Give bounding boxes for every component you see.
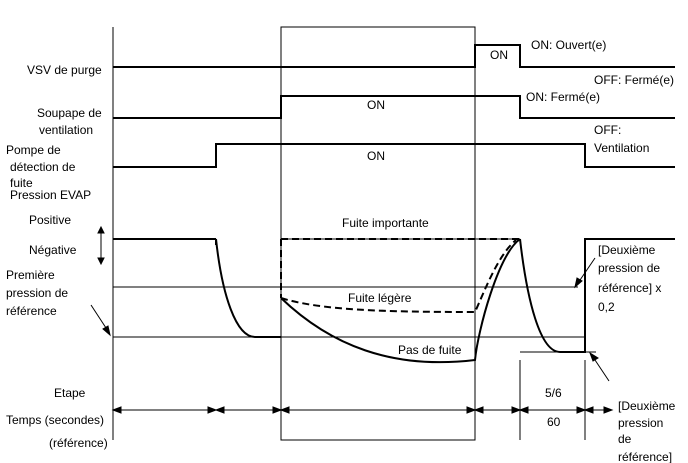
big-leak-label: Fuite importante	[342, 216, 429, 230]
pump-label-line1: Pompe de	[6, 143, 61, 157]
first-ref-line1: Première	[6, 268, 55, 282]
purge-vsv-on-pulse: ON	[490, 48, 508, 62]
positive-label: Positive	[29, 213, 71, 227]
vent-valve-signal	[113, 95, 675, 119]
step-value: 5/6	[545, 386, 562, 400]
second-ref-x02-line1: [Deuxième	[598, 243, 656, 257]
vent-valve-label-line2: ventilation	[39, 123, 93, 137]
time-marker-lines	[112, 27, 586, 440]
vent-valve-on-pulse: ON	[367, 98, 385, 112]
first-ref-arrow	[90, 304, 111, 337]
second-ref-x02-line3: référence] x	[598, 281, 661, 295]
first-ref-line2: pression de	[6, 286, 68, 300]
pump-signal	[113, 143, 675, 168]
small-leak-label: Fuite légère	[348, 291, 412, 305]
second-ref-arrow	[589, 351, 610, 382]
pressure-direction-arrow	[97, 225, 105, 266]
evap-title: Pression EVAP	[10, 188, 91, 202]
vent-valve-off-state-line1: OFF:	[594, 123, 621, 137]
purge-vsv-on-state: ON: Ouvert(e)	[531, 38, 606, 52]
purge-vsv-off-state: OFF: Fermé(e)	[594, 73, 674, 87]
purge-vsv-signal	[113, 44, 675, 68]
time-value: 60	[547, 415, 561, 429]
second-ref-x02-line2: pression de	[598, 261, 660, 275]
negative-label: Négative	[29, 243, 77, 257]
post-check-decay	[519, 238, 675, 353]
second-ref-line1: [Deuxième	[618, 399, 676, 413]
time-label: Temps (secondes)	[6, 413, 104, 427]
pump-label-line3: fuite	[10, 176, 33, 190]
second-ref-line4: référence]	[618, 450, 672, 463]
vent-valve-on-state: ON: Fermé(e)	[526, 90, 600, 104]
purge-vsv-label: VSV de purge	[27, 63, 102, 77]
small-leak-dashed	[280, 239, 517, 314]
second-ref-x02-arrow	[574, 257, 596, 289]
pump-on-pulse: ON	[367, 149, 385, 163]
reference-note: (référence)	[49, 436, 108, 450]
first-ref-decay	[215, 238, 281, 338]
time-axis	[111, 406, 614, 414]
big-leak-dashed	[280, 238, 520, 298]
pump-label-line2: détection de	[10, 160, 76, 174]
first-ref-line3: référence	[6, 304, 57, 318]
test-window-box	[280, 26, 476, 441]
second-ref-x02-line4: 0,2	[598, 300, 615, 314]
vent-valve-off-state-line2: Ventilation	[594, 141, 649, 155]
second-ref-line2: pression	[618, 416, 663, 430]
evap-pressure-traces	[113, 238, 675, 364]
second-ref-line3: de	[618, 432, 632, 446]
no-leak-label: Pas de fuite	[398, 343, 462, 357]
no-leak-curve	[280, 238, 521, 364]
step-label: Etape	[54, 386, 86, 400]
vent-valve-label-line1: Soupape de	[37, 106, 102, 120]
